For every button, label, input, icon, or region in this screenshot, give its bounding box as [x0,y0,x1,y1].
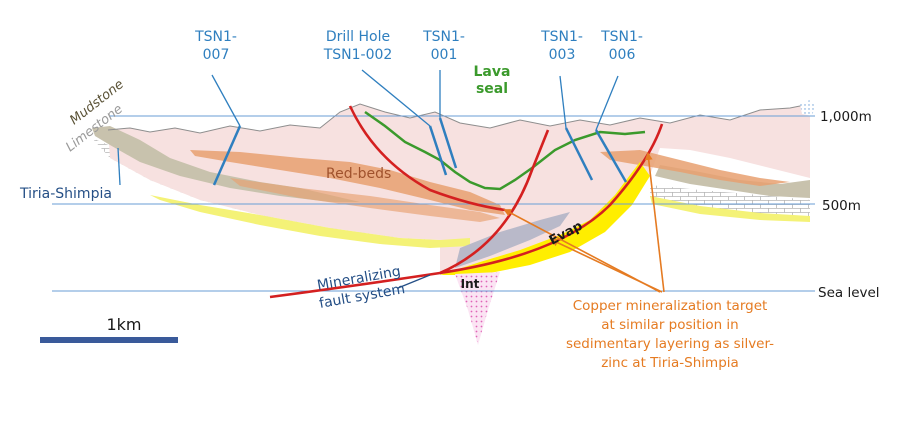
limestone-layer-east [650,185,810,217]
cap-rock [800,100,815,116]
basal-wedge [455,212,570,268]
drill-hole-trace-tsn1-003 [564,127,594,181]
topography [107,103,811,134]
scale-bar [40,337,178,343]
tiria-leader [117,147,121,186]
label-tsn1-007-line1: TSN1- [194,29,237,45]
drill-hole-trace-tsn1-007 [212,125,242,186]
target-caption-line2: at similar position in [601,317,738,333]
red-beds-layer [190,150,505,215]
label-tiria-shimpia: Tiria-Shimpia [19,186,112,202]
label-tsn1-003-line2: 003 [549,47,576,63]
label-elev-1000m: 1,000m [820,109,872,125]
fault-system-leader [397,274,431,289]
label-tsn1-007-line2: 007 [203,47,230,63]
label-tsn1-001-line2: 001 [431,47,458,63]
fault-west [348,105,506,212]
scale-bar-label: 1km [106,315,141,334]
label-lava-line2: seal [476,81,508,97]
label-sea-level: Sea level [818,285,880,301]
evaporite-body [440,162,650,275]
label-elev-500m: 500m [822,198,861,214]
label-tsn1-003-line1: TSN1- [540,29,583,45]
intrusion [455,272,500,345]
sandstone-layer [150,195,470,248]
sandstone-layer-east [650,196,810,222]
label-tsn1-006-line2: 006 [609,47,636,63]
label-tsn1-002-line2: TSN1-002 [323,47,393,63]
target-arrow-2 [550,238,663,293]
red-beds-layer-b [230,178,500,222]
fault-east [439,123,664,275]
drill-hole-leader-tsn1-003 [559,75,567,129]
drill-hole-trace-tsn1-002 [428,125,448,176]
mudstone-layer [92,126,360,202]
target-arrow-3 [644,152,665,293]
label-int: Int [461,277,480,291]
drill-hole-trace-tsn1-006 [594,129,628,183]
label-tsn1-006-line1: TSN1- [600,29,643,45]
label-tsn1-002-line1: Drill Hole [326,29,390,45]
drill-hole-leader-tsn1-007 [211,74,241,127]
drill-hole-leader-tsn1-002 [361,69,431,127]
drill-hole-trace-tsn1-001 [438,117,458,169]
drill-hole-leader-tsn1-006 [595,75,619,131]
target-caption-line4: zinc at Tiria-Shimpia [601,355,739,371]
fault-central [269,129,550,299]
lava-seal-line [364,110,646,191]
target-caption-line3: sedimentary layering as silver- [566,336,774,352]
label-tsn1-001-line1: TSN1- [422,29,465,45]
label-red-beds: Red-beds [326,166,391,182]
target-caption-line1: Copper mineralization target [573,298,768,314]
label-lava-line1: Lava [474,64,511,80]
